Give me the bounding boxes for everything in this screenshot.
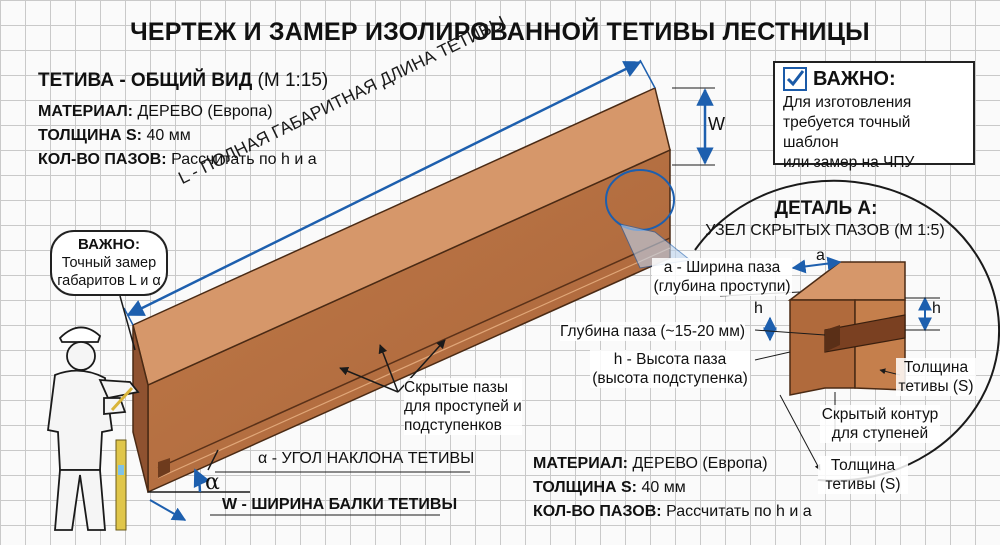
detail-a-mark: a [816, 247, 825, 264]
bottom-specs: МАТЕРИАЛ: ДЕРЕВО (Европа) ТОЛЩИНА S: 40 … [533, 452, 812, 524]
spec-material: МАТЕРИАЛ: ДЕРЕВО (Европа) [38, 103, 273, 120]
detail-h-mark: h [754, 300, 763, 317]
bottom-spec-material: МАТЕРИАЛ: ДЕРЕВО (Европа) [533, 455, 768, 472]
stringer-thickness-bottom-label: Толщина тетивы (S) [818, 456, 908, 494]
detail-a-view [694, 179, 1000, 482]
general-view-heading: ТЕТИВА - ОБЩИЙ ВИД (М 1:15) [38, 70, 328, 92]
groove-width-label: a - Ширина паза (глубина проступи) [652, 258, 792, 296]
hidden-contour-label: Скрытый контур для ступеней [820, 405, 940, 443]
angle-mark [148, 449, 470, 493]
hidden-grooves-label: Скрытые пазы для проступей и подступенко… [404, 378, 522, 435]
bottom-spec-thickness: ТОЛЩИНА S: 40 мм [533, 479, 686, 496]
page-title: ЧЕРТЕЖ И ЗАМЕР ИЗОЛИРОВАННОЙ ТЕТИВЫ ЛЕСТ… [130, 18, 870, 46]
groove-notch [158, 458, 170, 478]
angle-label: α - УГОЛ НАКЛОНА ТЕТИВЫ [258, 450, 475, 467]
spec-grooves: КОЛ-ВО ПАЗОВ: Рассчитать по h и a [38, 151, 317, 168]
general-view-scale: (М 1:15) [257, 70, 329, 91]
width-label: W - ШИРИНА БАЛКИ ТЕТИВЫ [222, 496, 458, 513]
alpha-mark: α [205, 470, 220, 495]
bubble-pointer [119, 295, 136, 351]
groove-depth-label: Глубина паза (~15-20 мм) [560, 322, 746, 341]
w-mark: W [708, 114, 725, 134]
general-specs: МАТЕРИАЛ: ДЕРЕВО (Европа) ТОЛЩИНА S: 40 … [38, 100, 317, 172]
level-tool [115, 439, 127, 531]
detail-a-subheading: УЗЕЛ СКРЫТЫХ ПАЗОВ (М 1:5) [705, 222, 945, 239]
stringer-thickness-label: Толщина тетивы (S) [896, 358, 976, 396]
measure-note-bubble: ВАЖНО: Точный замер габаритов L и α [50, 230, 168, 296]
detail-block-top [787, 261, 906, 301]
important-note-text: Для изготовления требуется точный шаблон… [783, 94, 915, 171]
detail-block-face [789, 299, 856, 396]
tape-measure-line [110, 386, 134, 412]
spec-thickness: ТОЛЩИНА S: 40 мм [38, 127, 191, 144]
general-view-heading-text: ТЕТИВА - ОБЩИЙ ВИД [38, 70, 253, 91]
checkmark-icon [783, 67, 807, 91]
important-note-box: ВАЖНО: Для изготовления требуется точный… [773, 61, 975, 171]
important-note-heading: ВАЖНО: [783, 67, 965, 91]
detail-h-mark-right: h [932, 300, 941, 317]
groove-height-label: h - Высота паза (высота подступенка) [590, 350, 750, 388]
bottom-spec-grooves: КОЛ-ВО ПАЗОВ: Рассчитать по h и a [533, 503, 812, 520]
detail-a-heading: ДЕТАЛЬ А: [774, 198, 878, 219]
w-dimension [672, 87, 715, 166]
length-dimension [123, 59, 656, 326]
width-dimension [149, 499, 440, 521]
